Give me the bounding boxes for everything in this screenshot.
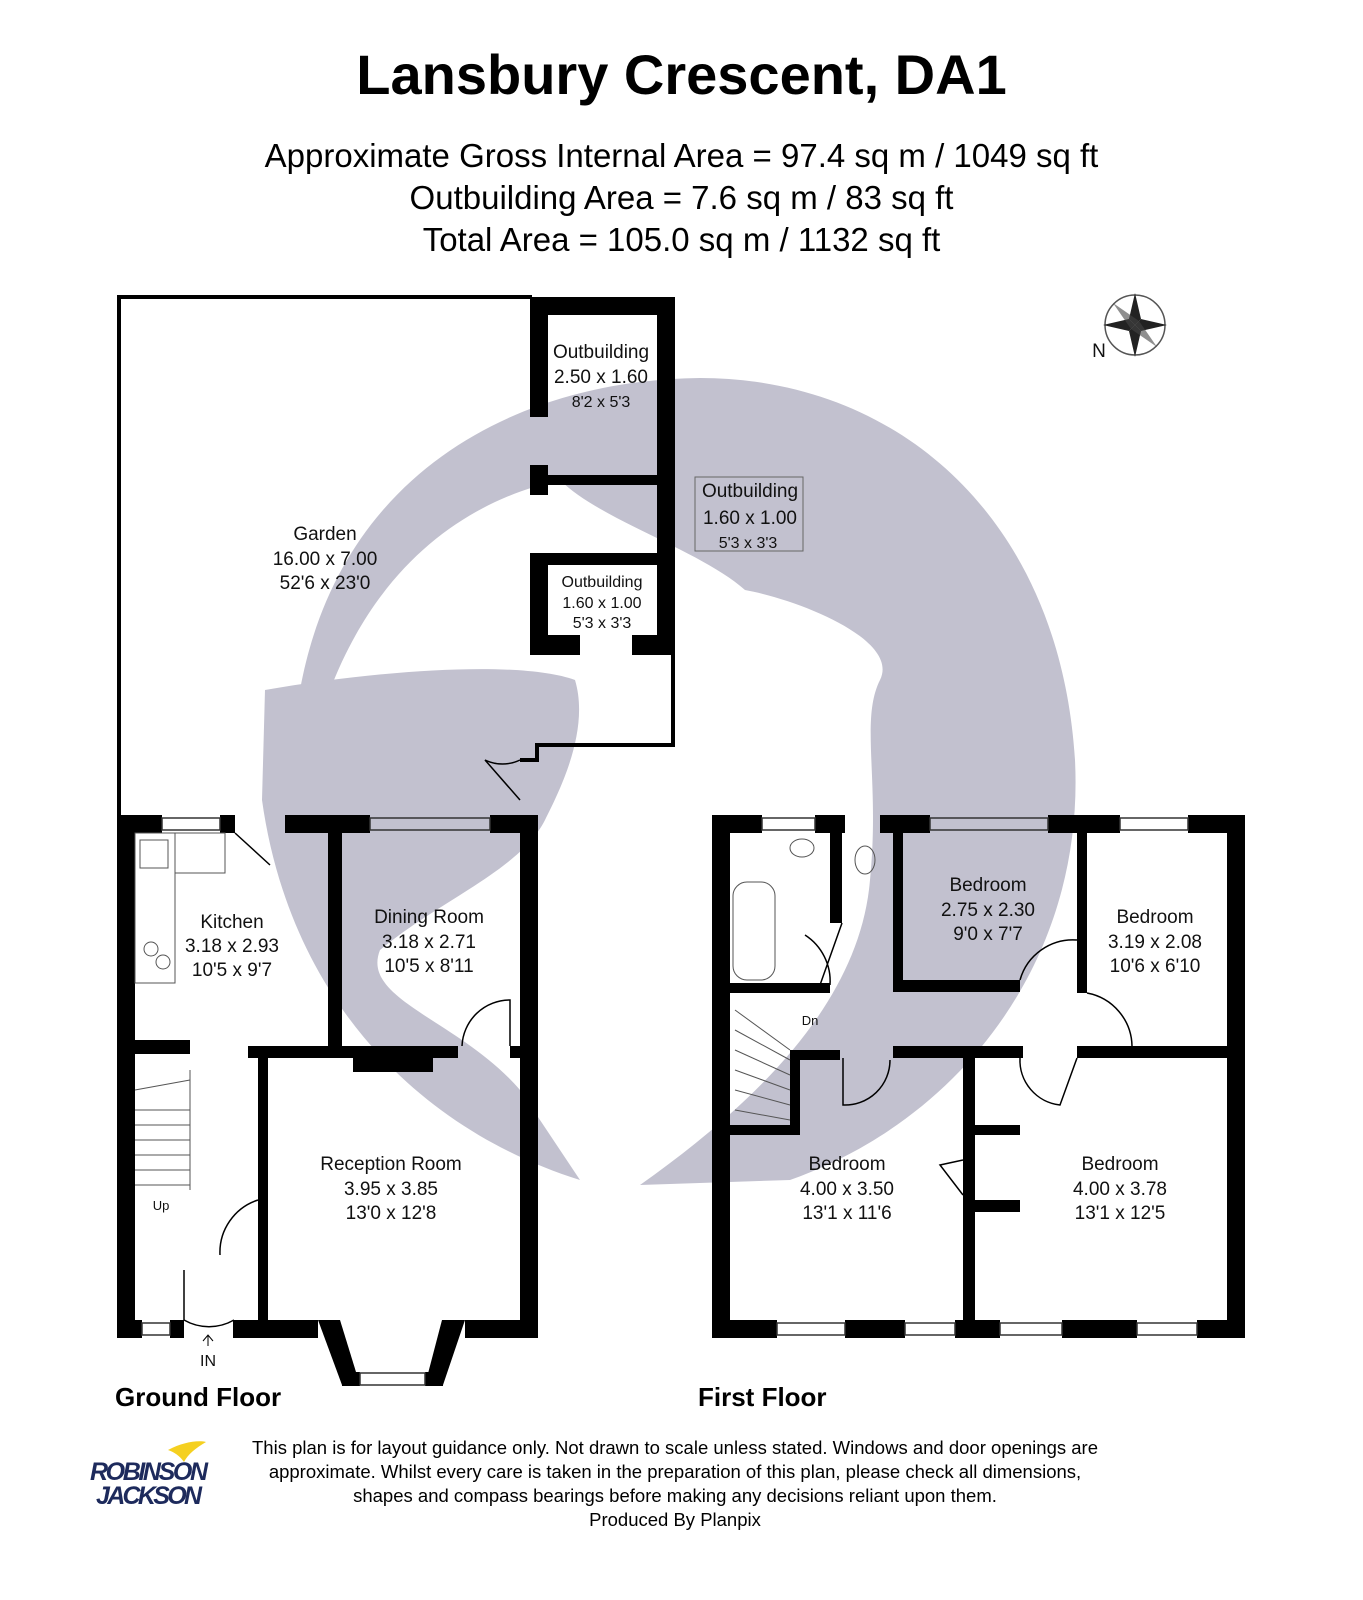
svg-text:Outbuilding: Outbuilding: [702, 481, 798, 502]
entrance-arrow-icon: [202, 1334, 214, 1346]
svg-text:Garden: Garden: [293, 524, 356, 545]
bathroom-fittings: [732, 838, 876, 981]
svg-text:2.75 x 2.30: 2.75 x 2.30: [941, 900, 1035, 921]
ground-floor-windows: [141, 817, 491, 1386]
svg-text:5'3 x 3'3: 5'3 x 3'3: [719, 535, 778, 552]
doors-ground: [183, 759, 521, 1328]
svg-text:Bedroom: Bedroom: [808, 1154, 885, 1175]
svg-text:3.95 x 3.85: 3.95 x 3.85: [344, 1179, 438, 1200]
svg-text:13'1 x 12'5: 13'1 x 12'5: [1075, 1203, 1166, 1224]
svg-text:1.60 x 1.00: 1.60 x 1.00: [703, 508, 797, 529]
gross-area: Approximate Gross Internal Area = 97.4 s…: [264, 137, 1099, 174]
stairs-up-label: Up: [153, 1198, 170, 1213]
svg-text:Outbuilding: Outbuilding: [553, 342, 649, 363]
room-dining: Dining Room 3.18 x 2.71 10'5 x 8'11: [374, 907, 484, 977]
svg-text:52'6 x 23'0: 52'6 x 23'0: [280, 573, 371, 594]
first-floor-windows: [761, 817, 1198, 1336]
doors-first: [804, 922, 1133, 1196]
total-area: Total Area = 105.0 sq m / 1132 sq ft: [422, 221, 941, 258]
svg-text:3.18 x 2.93: 3.18 x 2.93: [185, 936, 279, 957]
svg-text:10'6 x 6'10: 10'6 x 6'10: [1110, 956, 1201, 977]
room-outbuilding-1: Outbuilding 2.50 x 1.60 8'2 x 5'3: [553, 342, 649, 411]
room-bedroom-2: Bedroom 3.19 x 2.08 10'6 x 6'10: [1108, 907, 1202, 977]
svg-text:16.00 x 7.00: 16.00 x 7.00: [273, 549, 378, 570]
svg-text:JACKSON: JACKSON: [96, 1482, 203, 1510]
svg-text:3.18 x 2.71: 3.18 x 2.71: [382, 932, 476, 953]
svg-text:9'0 x 7'7: 9'0 x 7'7: [953, 924, 1023, 945]
svg-text:4.00 x 3.78: 4.00 x 3.78: [1073, 1179, 1167, 1200]
svg-text:8'2 x 5'3: 8'2 x 5'3: [572, 394, 631, 411]
room-bedroom-1: Bedroom 2.75 x 2.30 9'0 x 7'7: [941, 875, 1035, 945]
svg-text:Dining Room: Dining Room: [374, 907, 484, 928]
ground-floor-walls: [117, 815, 538, 1386]
stairs-down-label: Dn: [802, 1013, 819, 1028]
room-kitchen: Kitchen 3.18 x 2.93 10'5 x 9'7: [185, 912, 279, 981]
svg-text:3.19 x 2.08: 3.19 x 2.08: [1108, 932, 1202, 953]
entrance-label: IN: [200, 1353, 216, 1370]
room-bedroom-4: Bedroom 4.00 x 3.78 13'1 x 12'5: [1073, 1154, 1167, 1224]
svg-text:5'3 x 3'3: 5'3 x 3'3: [573, 615, 632, 632]
produced-by: Produced By Planpix: [589, 1509, 761, 1530]
room-bedroom-3: Bedroom 4.00 x 3.50 13'1 x 11'6: [800, 1154, 894, 1224]
stairs-first: [734, 1009, 791, 1121]
compass-north-label: N: [1092, 341, 1106, 362]
svg-text:Reception Room: Reception Room: [320, 1154, 462, 1175]
compass-icon: [1103, 293, 1167, 357]
svg-text:Outbuilding: Outbuilding: [562, 574, 643, 591]
outbuilding-callout-box: [694, 476, 804, 552]
svg-text:ROBINSON: ROBINSON: [90, 1458, 209, 1486]
svg-text:Bedroom: Bedroom: [949, 875, 1026, 896]
room-outbuilding-3: Outbuilding 1.60 x 1.00 5'3 x 3'3: [562, 574, 643, 632]
robinson-jackson-logo: ROBINSON JACKSON: [90, 1441, 209, 1510]
svg-text:4.00 x 3.50: 4.00 x 3.50: [800, 1179, 894, 1200]
kitchen-fittings: [134, 832, 226, 984]
svg-text:10'5 x 8'11: 10'5 x 8'11: [384, 956, 473, 977]
svg-text:10'5 x 9'7: 10'5 x 9'7: [192, 960, 272, 981]
first-floor-walls: [712, 815, 1245, 1338]
room-reception: Reception Room 3.95 x 3.85 13'0 x 12'8: [320, 1154, 462, 1224]
outbuilding-area: Outbuilding Area = 7.6 sq m / 83 sq ft: [409, 179, 954, 216]
room-outbuilding-2: Outbuilding 1.60 x 1.00 5'3 x 3'3: [702, 481, 798, 552]
svg-text:Bedroom: Bedroom: [1116, 907, 1193, 928]
disclaimer: This plan is for layout guidance only. N…: [240, 1436, 1110, 1532]
svg-text:13'0 x 12'8: 13'0 x 12'8: [346, 1203, 437, 1224]
room-garden: Garden 16.00 x 7.00 52'6 x 23'0: [273, 524, 378, 594]
outbuilding-walls: [530, 297, 675, 655]
svg-text:Bedroom: Bedroom: [1081, 1154, 1158, 1175]
svg-text:Kitchen: Kitchen: [200, 912, 263, 933]
plan-title: Lansbury Crescent, DA1: [356, 43, 1007, 106]
watermark-logo: [262, 378, 1076, 1185]
svg-text:2.50 x 1.60: 2.50 x 1.60: [554, 367, 648, 388]
svg-text:1.60 x 1.00: 1.60 x 1.00: [562, 595, 641, 612]
first-floor-label: First Floor: [698, 1382, 827, 1412]
stairs-ground: [134, 1070, 191, 1190]
ground-floor-label: Ground Floor: [115, 1382, 282, 1412]
svg-text:13'1 x 11'6: 13'1 x 11'6: [802, 1203, 891, 1224]
disclaimer-text: This plan is for layout guidance only. N…: [252, 1437, 1098, 1506]
